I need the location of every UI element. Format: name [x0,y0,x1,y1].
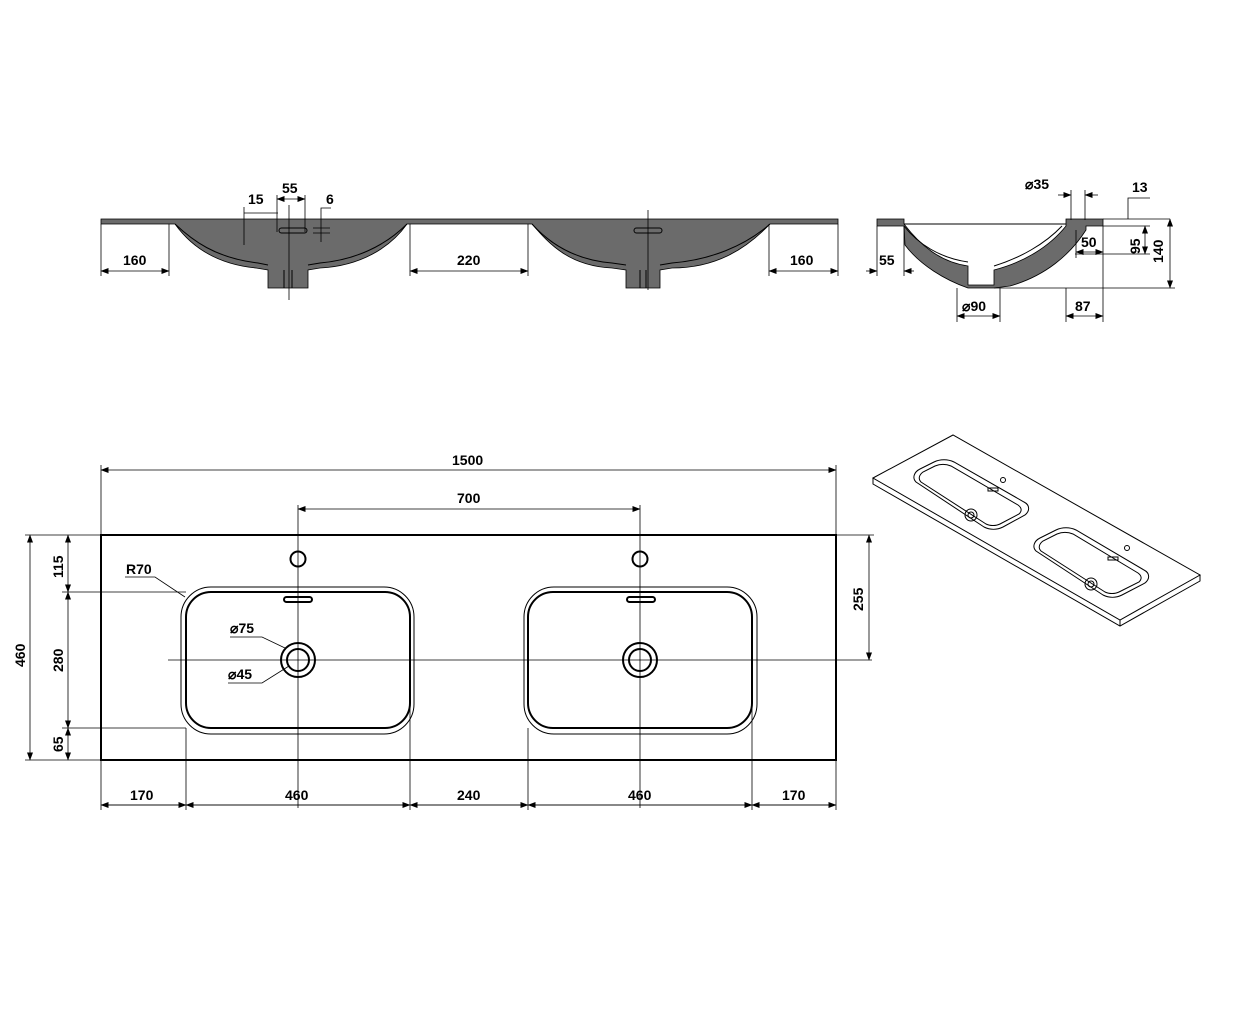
iso-overflow-right [1107,556,1119,561]
side-section-view: ⌀35 13 50 95 140 55 ⌀90 87 [866,176,1175,322]
front-bowl-inner-right [531,223,771,266]
dim-total-height: 140 [1150,239,1166,263]
dim-overflow-height: 6 [326,191,334,207]
dim-drain-offset: 255 [850,587,866,611]
basin-outer-right [523,586,758,735]
dim-overflow-width: 55 [282,180,298,196]
side-section-profile [876,218,1104,289]
dim-front-left-edge: 160 [123,252,147,268]
dim-right-margin: 170 [782,787,806,803]
dim-drain-hole: ⌀45 [228,666,252,682]
dim-basin-depth: 280 [50,648,66,672]
dim-bowl-depth: 95 [1127,238,1143,254]
dim-back-depth: 50 [1081,234,1097,250]
iso-basin-inner-right [1038,532,1142,594]
front-bowl-inner-left [174,223,408,266]
dim-basin-width-left: 460 [285,787,309,803]
iso-basin-outer-right [1033,527,1150,598]
dim-ledge: 13 [1132,179,1148,195]
dim-front-edge: 55 [879,252,895,268]
dim-total-width: 1500 [452,452,483,468]
dim-middle-gap: 240 [457,787,481,803]
dim-tap-hole-diameter: ⌀35 [1025,176,1049,192]
dim-leader [228,665,290,684]
dim-depth: 460 [12,643,28,667]
iso-basin-outer-left [913,459,1030,530]
countertop-outline [100,534,837,761]
dim-leader [320,207,331,242]
iso-drain-right [1084,577,1098,591]
overflow-slot-right [626,596,656,603]
dim-overflow-ring: ⌀75 [230,620,254,636]
iso-tap-hole-left [1000,477,1006,483]
dim-front-margin: 115 [50,555,66,578]
plan-view: 1500 700 R70 ⌀75 ⌀45 460 115 280 65 255 [12,452,874,810]
dim-leader [1127,197,1150,219]
iso-drain-left [967,511,975,519]
dim-overflow-offset: 15 [248,191,264,207]
iso-tap-hole-right [1124,545,1130,551]
dim-leader [230,636,286,649]
iso-top-surface [871,434,1202,621]
dim-corner-radius: R70 [126,561,152,577]
dim-back-width: 87 [1075,298,1091,314]
iso-drain-left [964,508,978,522]
front-overflow-slot-left [278,227,308,234]
dim-back-margin: 65 [50,736,66,752]
dim-leader [125,576,186,598]
dim-front-right-edge: 160 [790,252,814,268]
iso-overflow-left [987,487,999,492]
isometric-view [871,434,1202,627]
dim-left-margin: 170 [130,787,154,803]
iso-basin-inner-left [918,464,1022,526]
iso-drain-right [1087,580,1095,588]
iso-front-edge [872,478,1201,627]
front-section-view: 15 55 6 160 220 160 [100,180,839,300]
dim-drain-diameter: ⌀90 [962,298,986,314]
dim-tap-spacing: 700 [457,490,481,506]
dim-basin-width-right: 460 [628,787,652,803]
side-bowl-inner [903,225,1063,267]
dim-front-between: 220 [457,252,481,268]
basin-outer-left [180,586,415,735]
